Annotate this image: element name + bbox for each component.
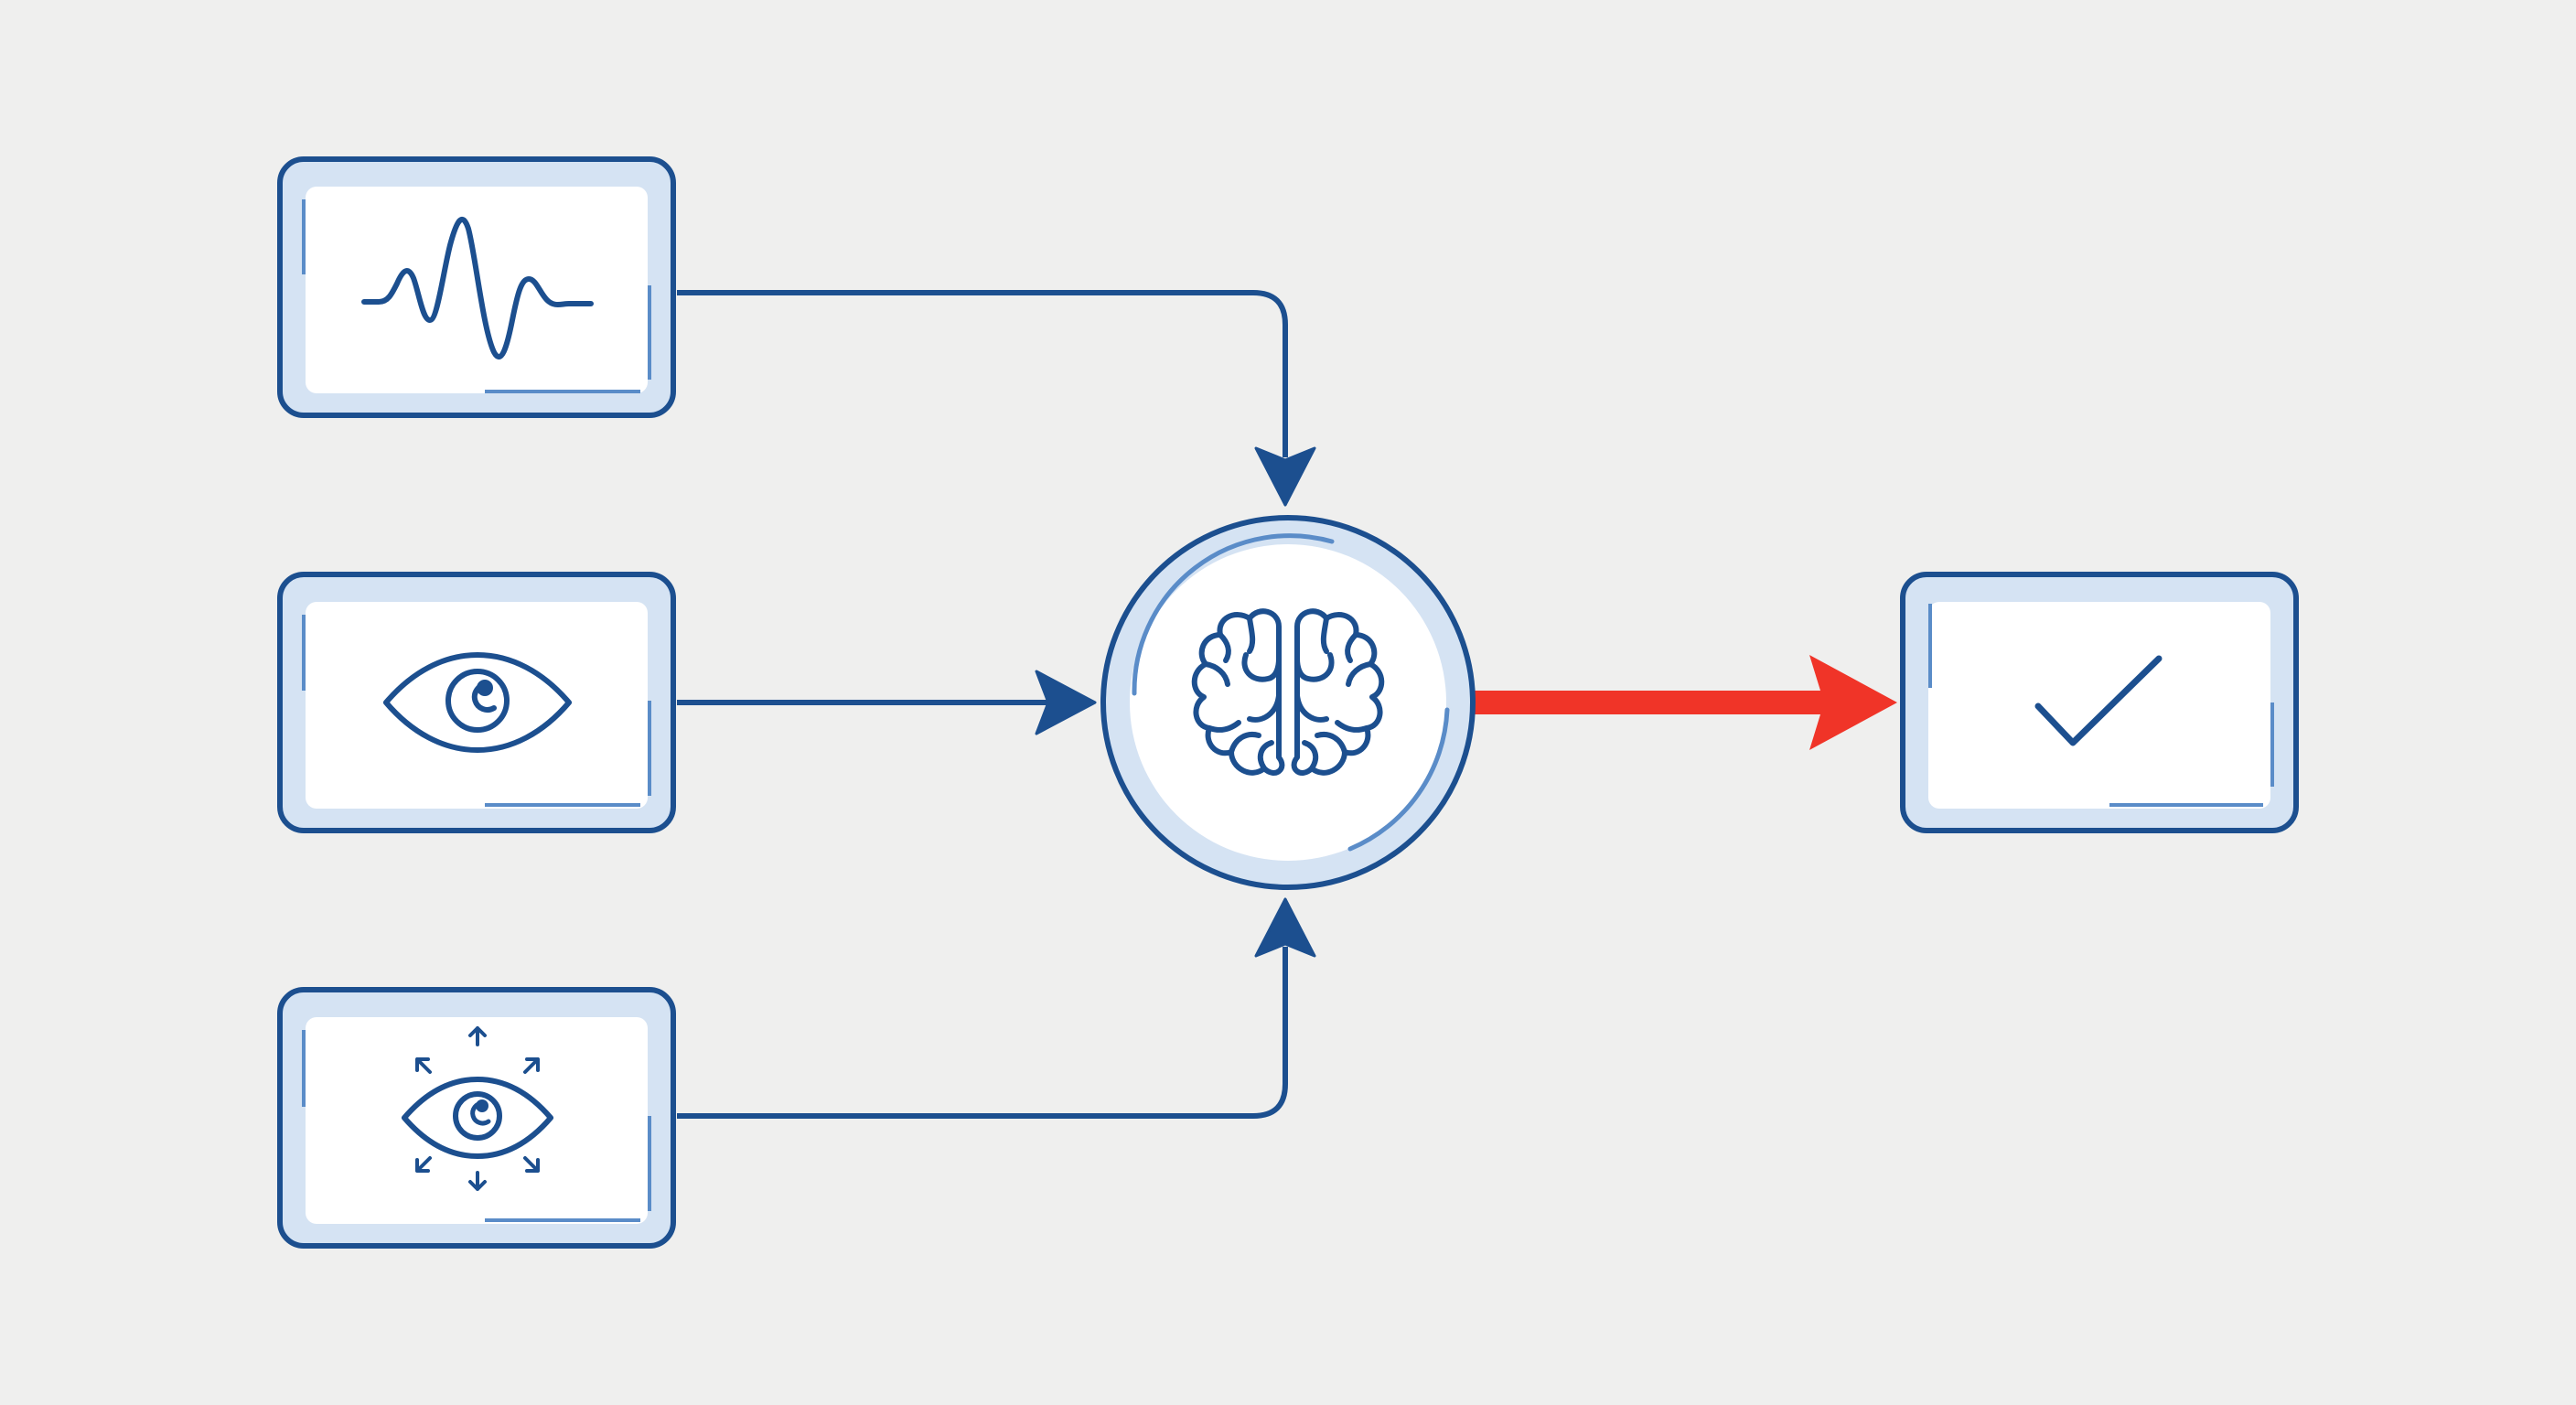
arrowhead-down [1254,446,1316,507]
brain-icon [1191,608,1385,776]
arrowhead-up [1254,897,1316,958]
input-card-signal[interactable] [277,156,676,418]
waveform-icon [361,216,594,360]
eye-icon [383,652,572,753]
input-card-gaze[interactable] [277,987,676,1249]
checkmark-icon [2034,655,2163,746]
output-arrow [1475,655,1897,750]
arrowhead-right [1035,670,1097,735]
connector-middle [677,670,1097,735]
input-card-vision[interactable] [277,572,676,833]
eye-tracking-icon [402,1026,553,1191]
connector-top [677,290,1316,507]
processor-node[interactable] [1100,515,1476,890]
output-card[interactable] [1900,572,2299,833]
connector-bottom [677,897,1316,1119]
output-arrowhead [1809,655,1897,750]
